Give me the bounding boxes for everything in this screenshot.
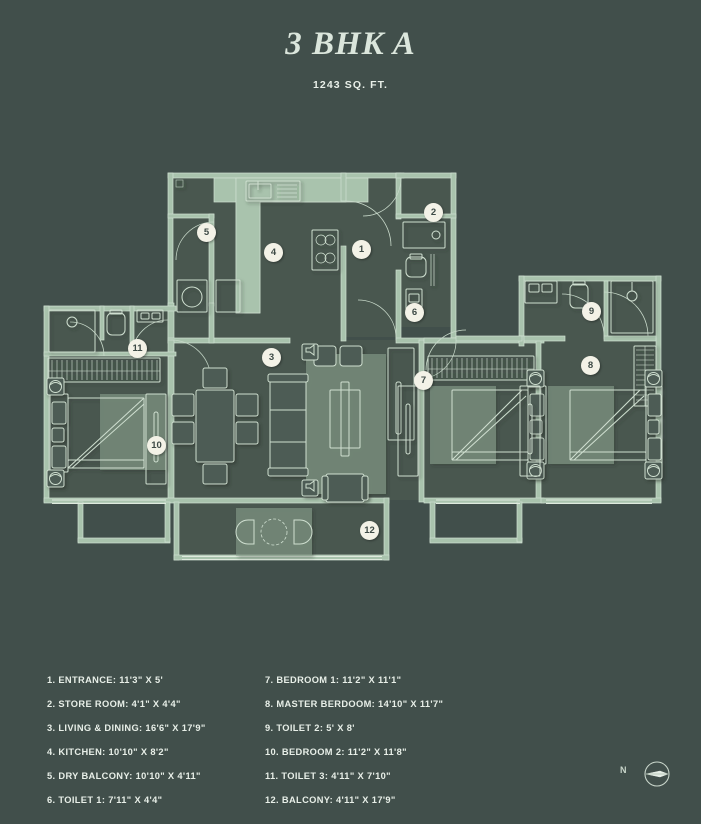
legend-item-master-bedroom: 8. MASTER BERDOOM: 14'10" X 11'7": [265, 699, 444, 709]
area-subtitle: 1243 SQ. FT.: [312, 79, 389, 91]
legend-column-right: 7. BEDROOM 1: 11'2" X 11'1" 8. MASTER BE…: [265, 668, 443, 812]
kitchen-fixtures: [245, 180, 339, 271]
master-bedroom-furniture: [519, 345, 663, 480]
bedroom-2-furniture: [46, 357, 167, 488]
room-marker-bedroom-2[interactable]: 10: [147, 436, 166, 455]
legend-item-bedroom-1: 7. BEDROOM 1: 11'2" X 11'1": [265, 675, 402, 685]
legend-column-left: 1. ENTRANCE: 11'3" X 5' 2. STORE ROOM: 4…: [47, 668, 206, 812]
room-marker-entrance[interactable]: 1: [352, 240, 371, 259]
dry-balcony-fixtures: [175, 179, 241, 313]
compass-needle-icon: [644, 761, 670, 787]
page-title: 3 BHK A: [285, 26, 416, 62]
legend-item-living-dining: 3. LIVING & DINING: 16'6" X 17'9": [47, 723, 206, 733]
room-marker-toilet-3[interactable]: 11: [128, 339, 147, 358]
compass: N: [620, 757, 680, 791]
compass-north-label: N: [620, 765, 627, 775]
lamp: [644, 369, 663, 388]
lamp: [644, 461, 663, 480]
legend-item-dry-balcony: 5. DRY BALCONY: 10'10" X 4'11": [47, 771, 201, 781]
floor-plan-drawing: .w{fill:#a9c3ad;stroke:#cfe0d1;stroke-wi…: [0, 150, 701, 580]
lamp: [46, 469, 65, 488]
room-marker-store-room[interactable]: 2: [424, 203, 443, 222]
legend: 1. ENTRANCE: 11'3" X 5' 2. STORE ROOM: 4…: [0, 668, 701, 805]
living-seating: [267, 343, 415, 503]
room-marker-balcony[interactable]: 12: [360, 521, 379, 540]
room-marker-master-bedroom[interactable]: 8: [581, 356, 600, 375]
room-marker-toilet-1[interactable]: 6: [405, 303, 424, 322]
dining-set: [171, 367, 259, 485]
legend-item-toilet-1: 6. TOILET 1: 7'11" X 4'4": [47, 795, 163, 805]
windows: [52, 499, 652, 560]
room-marker-dry-balcony[interactable]: 5: [197, 223, 216, 242]
toilet-2-fixtures: [524, 280, 654, 334]
legend-item-entrance: 1. ENTRANCE: 11'3" X 5': [47, 675, 164, 685]
legend-item-store-room: 2. STORE ROOM: 4'1" X 4'4": [47, 699, 181, 709]
toilet-3-fixtures: [48, 309, 164, 353]
room-marker-toilet-2[interactable]: 9: [582, 302, 601, 321]
lamp: [46, 377, 65, 396]
legend-item-toilet-3: 11. TOILET 3: 4'11" X 7'10": [265, 771, 391, 781]
legend-item-balcony: 12. BALCONY: 4'11" X 17'9": [265, 795, 396, 805]
room-marker-bedroom-1[interactable]: 7: [414, 371, 433, 390]
legend-item-toilet-2: 9. TOILET 2: 5' X 8': [265, 723, 355, 733]
balcony-furniture: [235, 508, 313, 556]
room-marker-living-dining[interactable]: 3: [262, 348, 281, 367]
lamp: [526, 369, 545, 388]
legend-item-kitchen: 4. KITCHEN: 10'10" X 8'2": [47, 747, 169, 757]
legend-item-bedroom-2: 10. BEDROOM 2: 11'2" X 11'8": [265, 747, 407, 757]
room-marker-kitchen[interactable]: 4: [264, 243, 283, 262]
